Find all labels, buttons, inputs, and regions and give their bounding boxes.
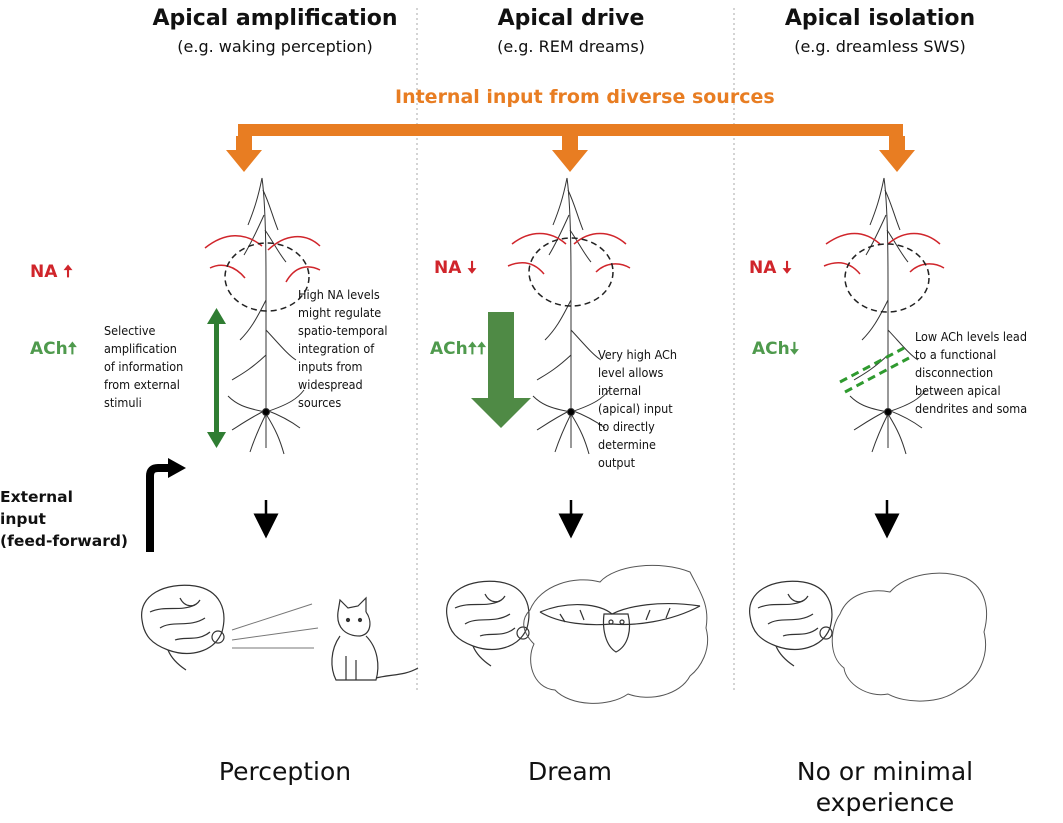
arrow-down-icon: 🠇 [789,339,800,359]
output-arrows [253,500,900,539]
brain-sketch-icon [749,580,833,667]
ach-label-2: ACh🠅🠅 [430,339,487,359]
column-subtitle-3: (e.g. dreamless SWS) [794,37,966,56]
external-input-arrow [146,458,186,552]
na-fibers [204,232,945,283]
thought-cloud-icon [831,572,987,702]
ach-drive-arrow [471,312,531,428]
arrow-up-icon: 🠅 [67,339,78,359]
internal-input-label: Internal input from diverse sources [395,86,775,108]
arrow-up-icon: 🠅 [63,262,73,282]
brain-sketch-icon [141,584,225,671]
apical-tuft-circles [224,237,930,313]
sight-lines [231,603,319,649]
ach-label-3: ACh🠇 [752,339,800,359]
ach-label-1: ACh🠅 [30,339,78,359]
arrow-double-up-icon: 🠅🠅 [467,339,487,359]
internal-input-arrows [226,124,915,172]
outcome-label-2: Dream [527,757,613,786]
cat-sketch-icon [331,596,419,681]
ach-disconnection [839,346,910,394]
column-subtitle-2: (e.g. REM dreams) [497,37,645,56]
brain-sketch-icon [446,580,530,667]
owl-sketch-icon [539,602,701,653]
outcome-label-3: No or minimal experience [796,757,974,817]
na-label-3: NA 🠇 [749,258,792,278]
arrow-down-icon: 🠇 [467,258,477,278]
selective-amplification-note: Selective amplification of information f… [104,323,184,410]
arrow-down-icon: 🠇 [782,258,792,278]
column-title-3: Apical isolation [784,6,976,31]
column-description-3: Low ACh levels lead to a functional disc… [915,329,1028,416]
pyramidal-neuron-icon [227,177,305,455]
ach-double-arrow [207,308,226,448]
column-description-1: High NA levels might regulate spatio-tem… [298,287,388,410]
column-title-1: Apical amplification [152,6,398,31]
column-title-2: Apical drive [497,6,645,31]
na-label-1: NA 🠅 [30,262,73,282]
outcome-label-1: Perception [218,757,352,786]
na-label-2: NA 🠇 [434,258,477,278]
column-subtitle-1: (e.g. waking perception) [177,37,373,56]
external-input-label: External input (feed-forward) [0,488,129,550]
column-description-2: Very high ACh level allows internal (api… [598,347,678,470]
thought-cloud-icon [523,564,708,704]
